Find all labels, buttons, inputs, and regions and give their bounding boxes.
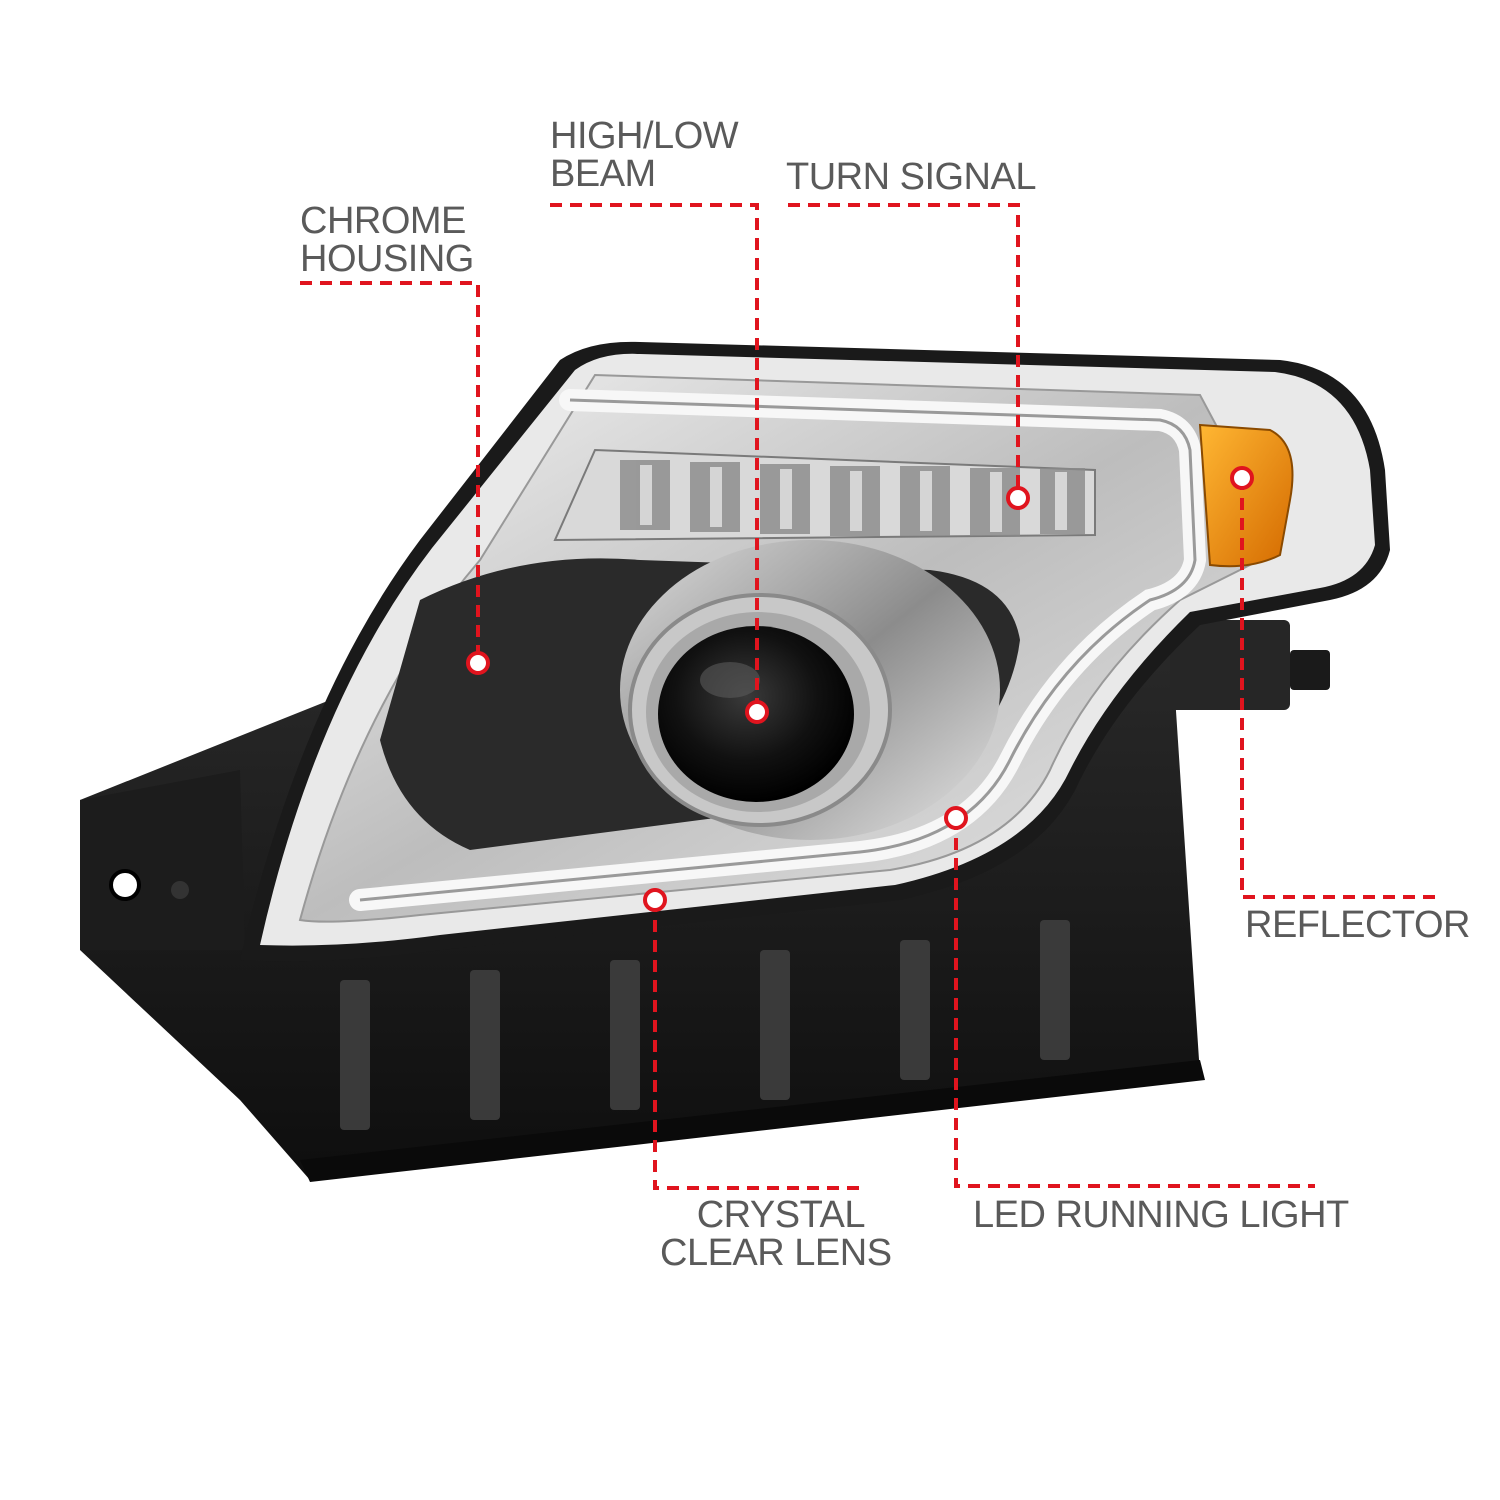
dot-led-running-light bbox=[944, 806, 968, 830]
turn-signal-strip bbox=[553, 448, 1096, 542]
callout-dots bbox=[466, 466, 1254, 912]
leader-high-low-beam bbox=[550, 203, 759, 712]
label-high-low-beam: HIGH/LOW BEAM bbox=[550, 115, 739, 195]
leader-lines bbox=[300, 203, 1435, 1190]
mounting-hole bbox=[109, 869, 141, 901]
label-turn-signal: TURN SIGNAL bbox=[786, 156, 1036, 198]
dot-high-low-beam bbox=[745, 700, 769, 724]
leader-crystal-clear-lens bbox=[653, 900, 865, 1190]
dot-crystal-clear-lens bbox=[643, 888, 667, 912]
projector-assembly bbox=[380, 540, 1020, 850]
dot-turn-signal bbox=[1006, 486, 1030, 510]
leader-led-running-light bbox=[954, 818, 1315, 1188]
label-crystal-clear-lens: CRYSTAL CLEAR LENS bbox=[660, 1194, 892, 1274]
label-chrome-housing: CHROME HOUSING bbox=[300, 200, 474, 280]
leader-chrome-housing bbox=[300, 281, 480, 663]
label-led-running-light: LED RUNNING LIGHT bbox=[973, 1194, 1349, 1236]
leader-turn-signal bbox=[788, 203, 1020, 498]
dot-chrome-housing bbox=[466, 651, 490, 675]
leader-reflector bbox=[1240, 478, 1435, 899]
amber-reflector bbox=[1198, 423, 1294, 568]
label-reflector: REFLECTOR bbox=[1245, 904, 1470, 946]
dot-reflector bbox=[1230, 466, 1254, 490]
